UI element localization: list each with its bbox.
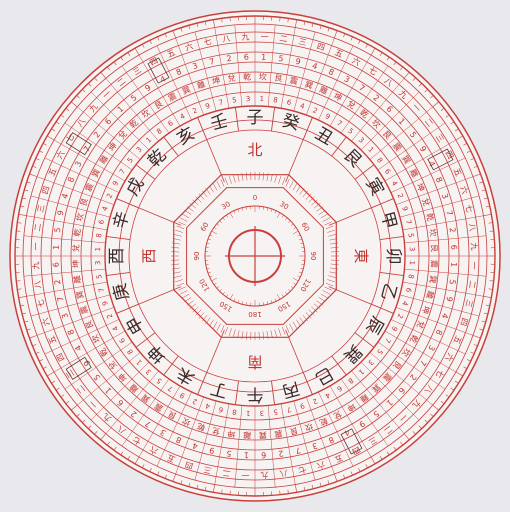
mountain-label: 酉	[107, 248, 127, 265]
outer-number: 1	[52, 245, 61, 250]
outer-numeral: 二	[467, 280, 477, 289]
outer-numeral: 九	[32, 261, 41, 269]
outer-numeral: 八	[33, 280, 43, 289]
trigram-label: 震	[274, 428, 283, 438]
outer-number: 6	[244, 53, 249, 62]
inner-number: 3	[408, 247, 416, 252]
inner-number: 3	[259, 409, 264, 417]
mountain-label: 午	[247, 384, 264, 404]
outer-numeral: 八	[467, 223, 477, 232]
trigram-label: 乾	[243, 72, 251, 82]
inner-number: 1	[94, 247, 102, 252]
inner-number: 1	[408, 260, 416, 265]
outer-numeral: 九	[260, 470, 268, 479]
outer-number: 1	[244, 450, 249, 459]
outer-numeral: 二	[33, 223, 43, 232]
outer-numeral: 一	[469, 261, 478, 269]
trigram-label: 坤	[71, 260, 81, 268]
inner-number: 1	[246, 409, 251, 417]
outer-numeral: 八	[279, 468, 288, 478]
outer-numeral: 二	[279, 34, 288, 44]
mountain-label: 卯	[383, 248, 403, 265]
outer-number: 1	[261, 53, 266, 62]
outer-numeral: 八	[222, 34, 231, 44]
direction-label: 南	[247, 353, 262, 371]
trigram-label: 坎	[259, 72, 267, 82]
trigram-label: 兌	[71, 244, 81, 252]
outer-numeral: 二	[222, 468, 231, 478]
outer-number: 1	[449, 262, 458, 267]
inner-number: 1	[259, 95, 264, 103]
trigram-label: 震	[429, 260, 438, 268]
trigram-label: 離	[243, 430, 251, 440]
mountain-label: 子	[247, 108, 264, 128]
outer-numeral: 九	[469, 242, 478, 250]
outer-numeral: 九	[241, 33, 249, 42]
outer-numeral: 一	[241, 470, 249, 479]
inner-number: 3	[246, 95, 251, 103]
trigram-label: 艮	[274, 74, 283, 84]
trigram-label: 巽	[259, 430, 267, 439]
inner-degree-label: 0	[253, 194, 257, 202]
trigram-label: 離	[72, 275, 83, 284]
outer-numeral: 一	[260, 33, 268, 42]
direction-label: 西	[140, 248, 158, 263]
trigram-label: 巽	[427, 275, 437, 284]
outer-number: 6	[449, 245, 458, 250]
trigram-label: 乾	[72, 228, 83, 237]
inner-degree-label: 90	[193, 252, 201, 261]
direction-label: 東	[352, 248, 370, 263]
trigram-label: 艮	[429, 244, 438, 252]
outer-number: 6	[52, 262, 61, 267]
inner-degree-label: 90	[309, 252, 317, 261]
trigram-label: 坤	[227, 428, 236, 439]
trigram-label: 坎	[427, 228, 438, 237]
inner-degree-label: 180	[248, 310, 261, 318]
trigram-label: 兌	[227, 73, 236, 84]
inner-number: 3	[94, 260, 102, 265]
direction-label: 北	[247, 141, 262, 159]
outer-numeral: 一	[32, 242, 41, 250]
outer-number: 6	[261, 450, 266, 459]
